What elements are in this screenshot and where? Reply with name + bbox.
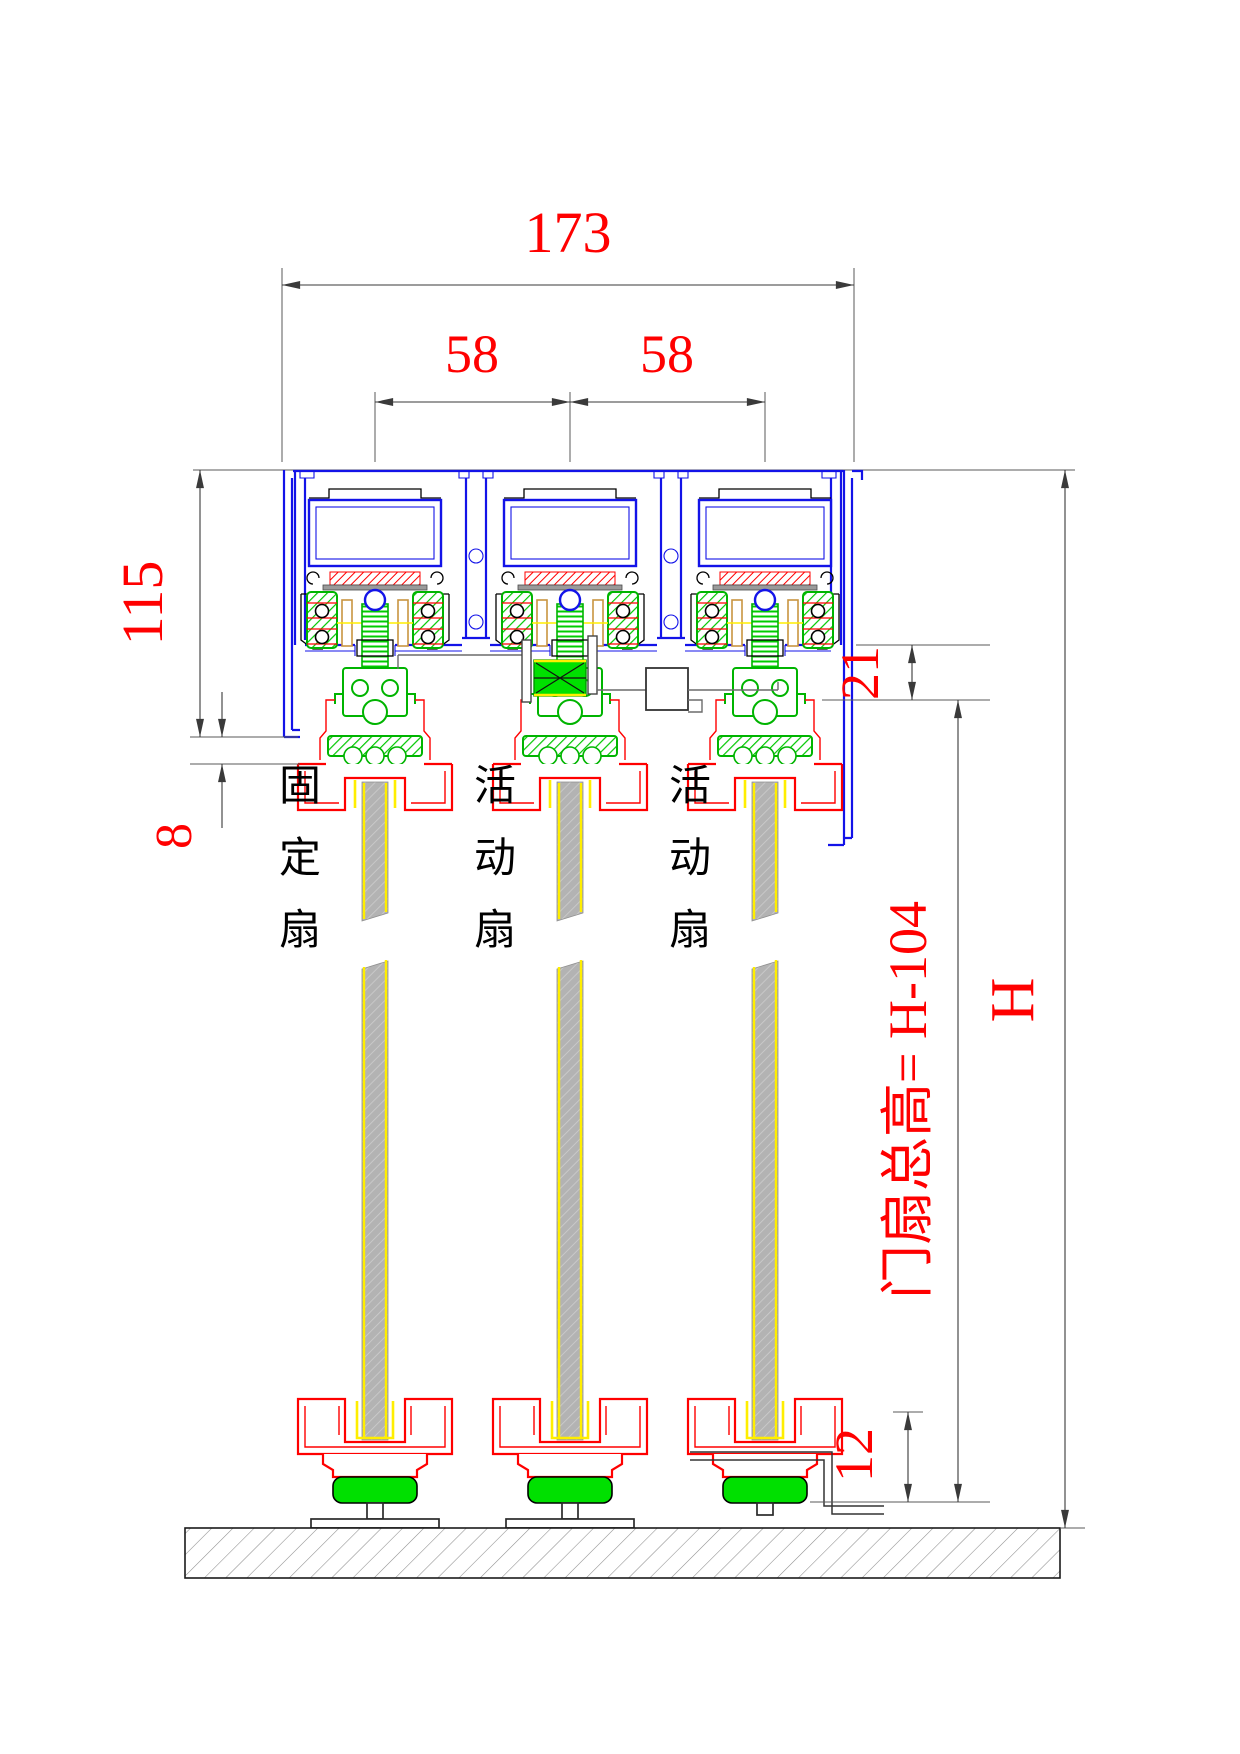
head-track bbox=[193, 469, 1075, 847]
interlock-mechanism bbox=[397, 635, 779, 713]
label-fixed-leaf: 固定扇 bbox=[279, 764, 321, 954]
dim-total-height: H bbox=[979, 470, 1085, 1529]
dim-text-58-right: 58 bbox=[640, 324, 694, 384]
label-active-leaf-2: 活动扇 bbox=[669, 764, 711, 954]
bottom-bracket bbox=[690, 1451, 884, 1515]
dim-leaf-height: 门扇总高= H-104 bbox=[810, 700, 990, 1503]
floor-guide-3 bbox=[756, 1502, 774, 1516]
dim-text-8: 8 bbox=[146, 823, 203, 849]
label-active-leaf-1: 活动扇 bbox=[474, 764, 516, 954]
dim-text-21: 21 bbox=[830, 646, 890, 700]
floor-guide-1 bbox=[310, 1502, 440, 1529]
dim-track-pitch: 58 58 bbox=[374, 324, 766, 462]
dim-text-58-left: 58 bbox=[445, 324, 499, 384]
dimensions: 173 58 58 115 8 21 bbox=[110, 200, 1085, 1529]
panel-labels: 固定扇 活动扇 活动扇 bbox=[279, 764, 711, 954]
belt-clamp-box bbox=[645, 667, 689, 711]
dim-text-115: 115 bbox=[110, 561, 175, 646]
dim-bottom-clearance: 12 bbox=[824, 1411, 923, 1502]
door-assembly-active-1 bbox=[491, 487, 649, 1505]
dim-text-leaf-height: 门扇总高= H-104 bbox=[878, 901, 938, 1299]
door-assembly-fixed bbox=[296, 487, 454, 1505]
dim-overall-width: 173 bbox=[281, 200, 855, 462]
door-assembly-active-2 bbox=[686, 487, 844, 1505]
dim-hanger-gap: 21 bbox=[822, 644, 990, 701]
floor bbox=[184, 1527, 1061, 1579]
pulley-flange-left bbox=[521, 639, 532, 703]
pulley-flange-right bbox=[587, 635, 598, 695]
dim-track-height: 115 bbox=[110, 470, 298, 738]
dim-text-H: H bbox=[979, 978, 1047, 1023]
floor-guide-2 bbox=[505, 1502, 635, 1529]
dim-text-173: 173 bbox=[525, 200, 612, 265]
dim-text-12: 12 bbox=[824, 1428, 884, 1482]
dim-cover-gap: 8 bbox=[146, 692, 300, 849]
